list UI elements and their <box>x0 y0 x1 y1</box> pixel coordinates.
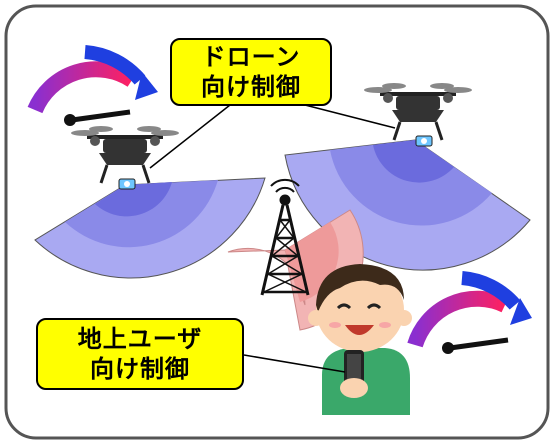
drone-control-line1: ドローン <box>201 43 301 71</box>
drone-icon <box>71 126 179 190</box>
ground-user-control-label: 地上ユーザ 向け制御 <box>36 318 244 390</box>
drone-control-label: ドローン 向け制御 <box>170 38 332 106</box>
drone-icon <box>364 83 472 147</box>
ground-control-line2: 向け制御 <box>90 355 190 383</box>
left-drone-beam <box>34 177 266 279</box>
cell-tower-icon <box>260 178 310 296</box>
connector-lines <box>149 104 396 373</box>
gauge-arrow-icon <box>407 271 532 354</box>
gauge-arrow-icon <box>27 45 158 126</box>
drone-control-line2: 向け制御 <box>201 73 301 101</box>
ground-control-line1: 地上ユーザ <box>77 325 203 353</box>
person-with-phone-icon <box>308 264 412 415</box>
